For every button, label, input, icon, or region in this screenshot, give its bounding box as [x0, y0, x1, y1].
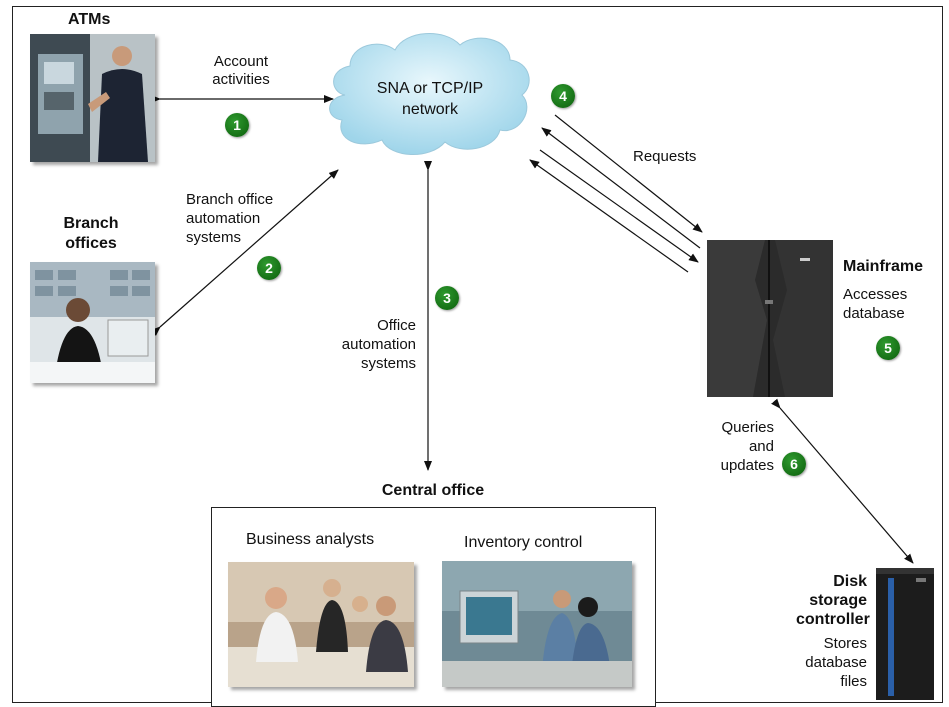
disk-controller-image: [874, 568, 936, 700]
mainframe-desc: Accesses database: [843, 285, 907, 323]
atm-link-label: Account activities: [196, 53, 286, 89]
atm-link-label-2: activities: [212, 71, 270, 88]
branch-network-arrow: [150, 169, 339, 336]
disk-desc-3: files: [840, 673, 867, 690]
inventory-label: Inventory control: [464, 534, 583, 551]
inventory-photo: [442, 561, 632, 687]
request-arrow: [539, 149, 699, 263]
office-link-label: Office automation systems: [330, 316, 416, 373]
disk-title-2: storage: [809, 592, 867, 609]
step-badge-4: 4: [551, 84, 575, 108]
branch-photo: [30, 262, 155, 383]
request-arrow: [554, 114, 703, 233]
network-label-line1: SNA or TCP/IP: [376, 80, 484, 97]
office-link-label-1: Office: [377, 317, 416, 334]
mainframe-desc-1: Accesses: [843, 286, 908, 303]
branch-title-2: offices: [65, 235, 117, 252]
branch-link-label-2: automation: [186, 210, 261, 227]
queries-label-1: Queries: [721, 419, 774, 436]
disk-desc-2: database: [805, 654, 867, 671]
disk-title-1: Disk: [833, 573, 867, 590]
request-arrow: [541, 127, 701, 249]
queries-label: Queries and updates: [690, 418, 774, 475]
disk-desc-1: Stores: [823, 635, 867, 652]
requests-label: Requests: [633, 148, 697, 165]
atm-photo: [30, 34, 155, 162]
branch-link-label-3: systems: [186, 229, 242, 246]
step-badge-6: 6: [782, 452, 806, 476]
mainframe-title: Mainframe: [843, 258, 924, 275]
atm-link-label-1: Account: [213, 53, 269, 70]
office-link-label-2: automation: [341, 336, 416, 353]
branch-link-label: Branch office automation systems: [186, 190, 273, 247]
disk-title: Disk storage controller: [796, 572, 870, 629]
network-label: SNA or TCP/IP network: [345, 78, 515, 120]
network-cloud: [329, 33, 530, 155]
step-badge-2: 2: [257, 256, 281, 280]
disk-title-3: controller: [796, 611, 870, 628]
office-link-label-3: systems: [360, 355, 416, 372]
central-title: Central office: [381, 482, 485, 499]
queries-label-3: updates: [720, 457, 774, 474]
mainframe-disk-arrow: [771, 398, 914, 564]
queries-label-2: and: [748, 438, 774, 455]
step-badge-3: 3: [435, 286, 459, 310]
step-badge-1: 1: [225, 113, 249, 137]
network-label-line2: network: [401, 101, 459, 118]
branch-title: Branch offices: [46, 214, 136, 254]
request-arrow: [529, 159, 689, 273]
atms-title: ATMs: [68, 11, 111, 28]
mainframe-image: [705, 240, 835, 397]
disk-desc: Stores database files: [786, 634, 867, 691]
mainframe-desc-2: database: [843, 305, 905, 322]
branch-title-1: Branch: [63, 215, 119, 232]
analysts-photo: [228, 562, 414, 687]
analysts-label: Business analysts: [246, 531, 375, 548]
step-badge-5: 5: [876, 336, 900, 360]
branch-link-label-1: Branch office: [186, 191, 274, 208]
